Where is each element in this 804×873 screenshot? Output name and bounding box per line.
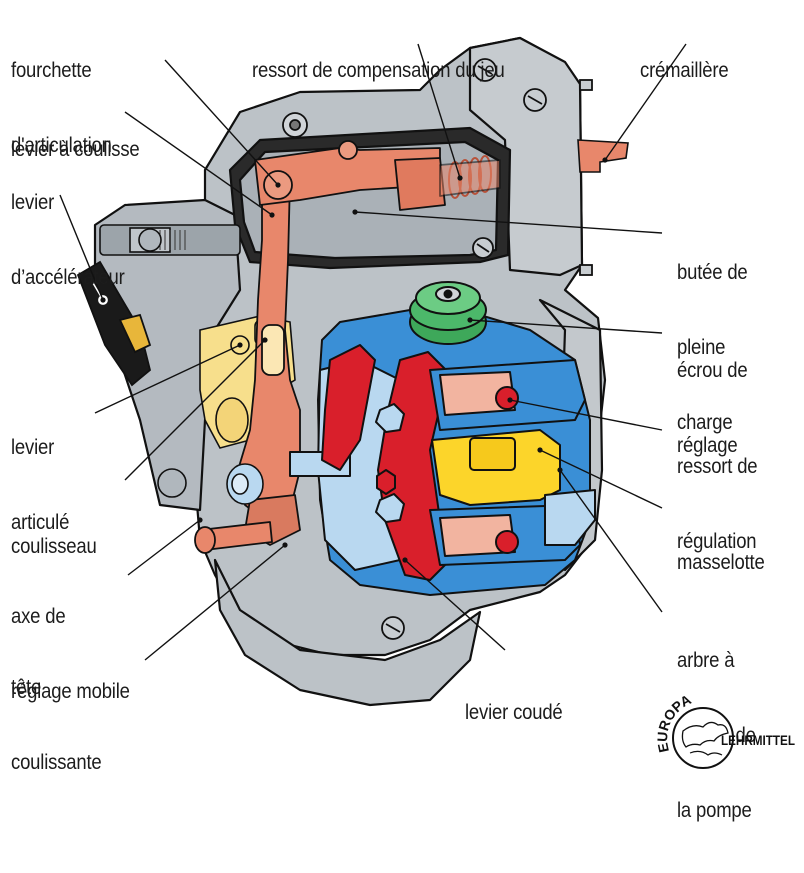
leader-line-levier-coude [404,559,506,651]
leader-line-ressort-regulation [509,399,663,431]
label-butee-pleine-charge: butée de pleine charge [677,210,748,485]
label-levier-accelerateur: levier d’accélérateur [11,140,125,340]
label-line: fourchette [11,59,92,82]
leader-dot-levier-coude [402,557,408,563]
governor-assembly [289,309,596,596]
leader-dot-levier-articule [237,342,243,348]
pump-governor-illustration [59,36,687,707]
leader-line-levier-coulisse [124,111,273,216]
linkage [194,140,501,554]
label-masselotte: masselotte [677,500,765,625]
label-coulisseau: coulisseau [11,484,97,609]
leader-dot-levier-coulisse [269,212,275,218]
leader-line-butee [354,211,663,234]
leader-line-levier-accel [59,194,104,301]
label-line: axe de [11,605,66,628]
control-rack [577,139,629,173]
leader-line-cremaillere [604,43,687,161]
leader-line-coulisseau [124,339,266,481]
leader-line-levier-articule [94,344,241,414]
label-line: levier coudé [465,701,563,724]
label-line: ressort de [677,455,758,478]
sliding-hub [157,463,264,505]
leader-line-masselotte [539,449,663,509]
label-line: butée de [677,261,748,284]
leader-dot-axe [197,517,203,523]
label-levier-coude: levier coudé [465,650,563,775]
label-line: articulé [11,511,70,534]
full-load-screw [99,224,241,256]
label-line: régulation [677,530,757,553]
leader-dot-ecrou [467,317,473,323]
label-levier-articule: levier articulé [11,385,69,585]
leader-line-arbre [559,469,663,613]
label-line: charge [677,411,733,434]
label-line: écrou de [677,359,748,382]
label-line: coulissante [11,751,102,774]
label-cremaillere: crémaillère [640,8,729,133]
leader-dot-tete [282,542,288,548]
leader-line-ressort-jeu [417,43,461,179]
leader-line-ecrou [469,319,663,334]
leader-dot-masselotte [537,447,543,453]
label-line: arbre à [677,649,735,672]
globe-icon [672,707,734,769]
label-line: ressort de compensation du jeu [252,59,505,82]
label-tete-coulissante: tête coulissante [11,625,102,825]
label-line: réglage [677,434,738,457]
label-line: crémaillère [640,59,729,82]
leader-dot-ressort-regulation [507,397,513,403]
logo-right-text: LEHRMITTEL [721,733,795,748]
label-fourchette-articulation: fourchette d'articulation [11,8,112,208]
label-line: réglage mobile [11,680,130,703]
label-line: pleine [677,336,726,359]
label-ecrou-reglage: écrou de réglage [677,308,748,508]
leader-dot-cremaillere [602,157,608,163]
label-line: levier à coulisse [11,138,140,161]
leader-dot-levier-accel [100,297,106,303]
label-line: la pompe [677,799,752,822]
leader-line-axe [127,519,201,576]
label-line: levier [11,436,55,459]
diagram: fourchette d'articulation ressort de com… [11,8,795,822]
leader-dot-fourchette [275,182,281,188]
label-line: levier [11,191,55,214]
label-line: masselotte [677,551,765,574]
leader-dot-coulisseau [262,337,268,343]
leader-lines [59,43,687,661]
leader-dot-ressort-jeu [457,175,463,181]
leader-dot-butee [352,209,358,215]
accelerator-lever [76,260,152,387]
label-line: d'articulation [11,134,112,157]
label-ressort-compensation-jeu: ressort de compensation du jeu [252,8,505,133]
leader-line-fourchette [164,59,279,186]
label-ressort-regulation: ressort de régulation [677,404,758,604]
adjusting-nut [409,281,487,345]
label-line: coulisseau [11,535,97,558]
label-line: d’accélérateur [11,266,125,289]
label-line: tête [11,676,42,699]
label-axe-reglage-mobile: axe de réglage mobile [11,554,130,754]
housing-screws [282,58,593,640]
label-levier-a-coulisse: levier à coulisse [11,87,140,212]
europa-lehrmittel-logo: EUROPA LEHRMITTEL [654,691,795,769]
leader-line-tete [144,544,286,661]
leader-dot-arbre [557,467,563,473]
